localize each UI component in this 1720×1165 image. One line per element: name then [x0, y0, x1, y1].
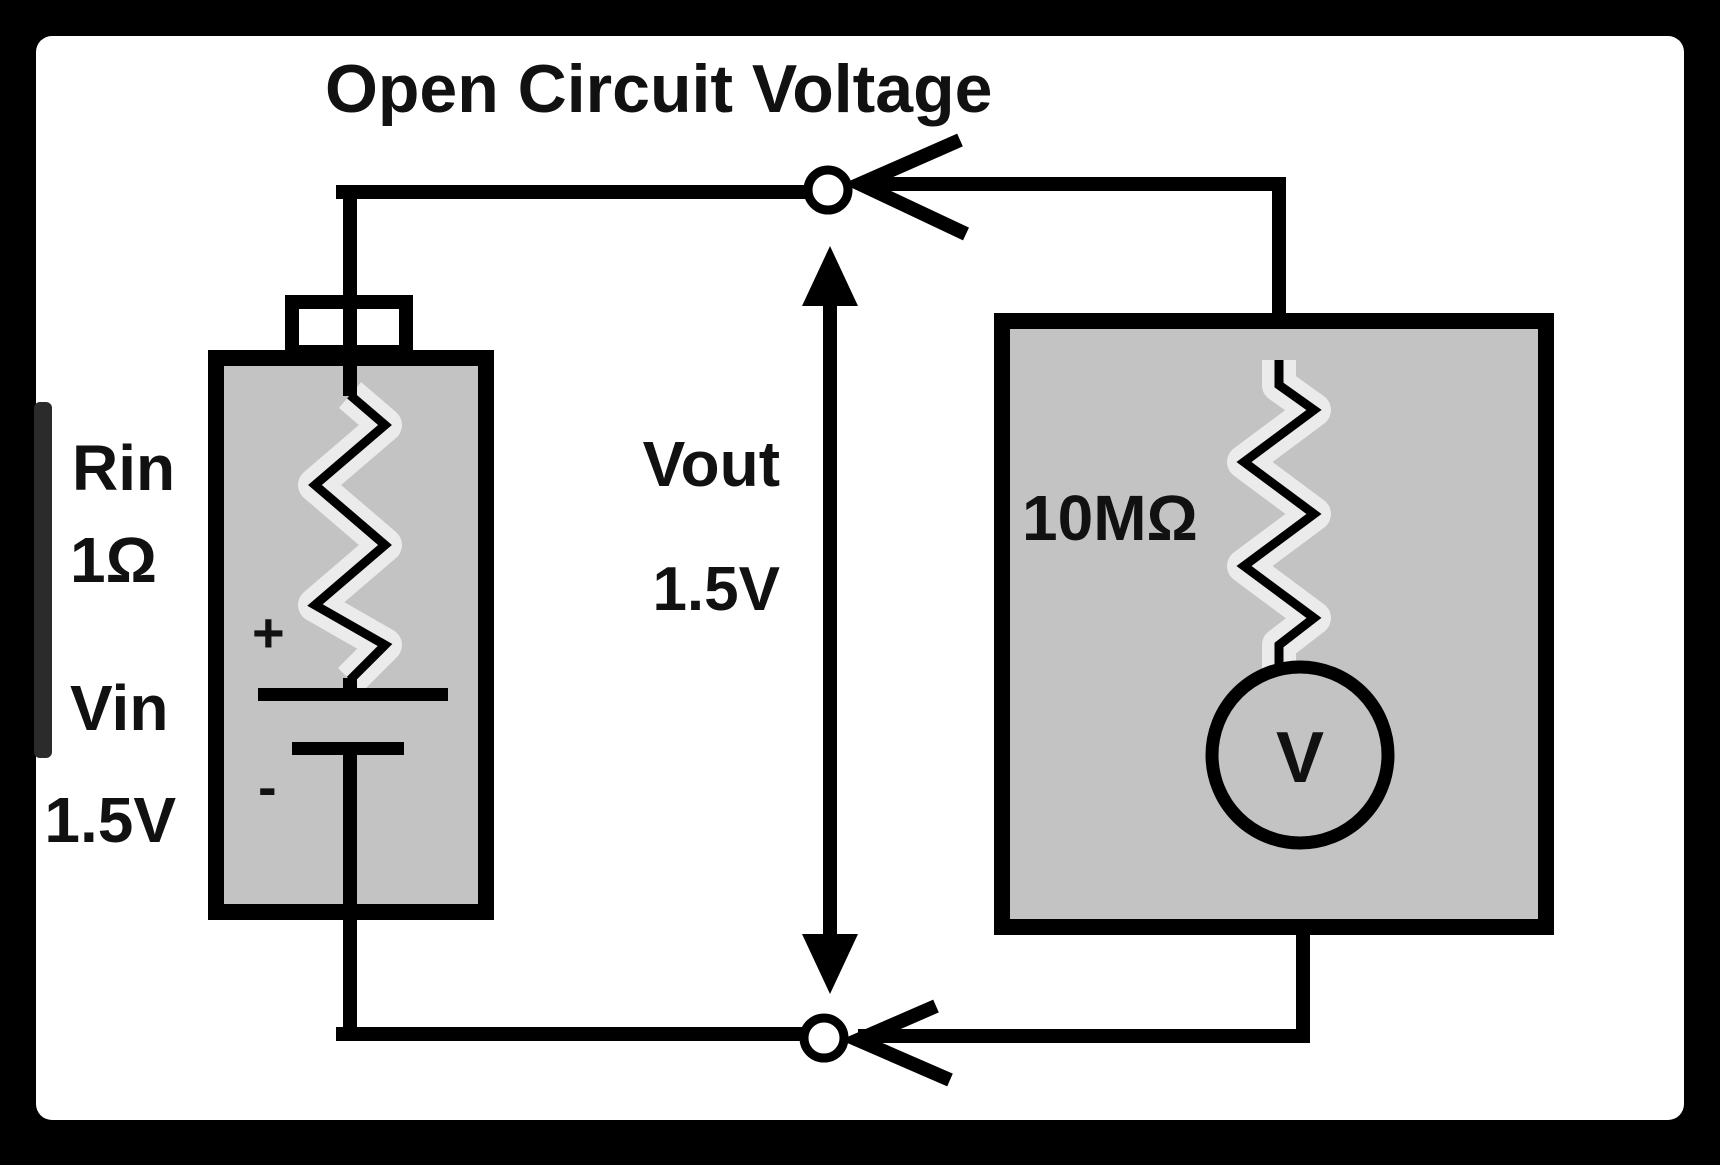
vin-value: 1.5V: [44, 784, 176, 856]
minus-sign: -: [258, 755, 277, 818]
plus-sign: +: [252, 601, 285, 664]
scroll-handle[interactable]: [34, 402, 52, 758]
vout-arrow-head-up: [802, 246, 858, 306]
voltmeter-symbol: [1205, 660, 1395, 850]
vin-label: Vin: [70, 672, 168, 744]
voltmeter-symbol-label: V: [1276, 718, 1324, 798]
rin-value: 1Ω: [70, 524, 157, 596]
diagram-title: Open Circuit Voltage: [325, 51, 992, 127]
meter-resistance-label: 10MΩ: [1022, 482, 1198, 554]
vout-arrow-head-down: [802, 934, 858, 994]
vout-value: 1.5V: [652, 555, 780, 624]
rin-resistor: [307, 391, 393, 684]
vout-label: Vout: [643, 428, 780, 500]
cell-positive-plate: [258, 688, 448, 701]
cell-negative-plate: [292, 742, 404, 755]
rin-label: Rin: [72, 432, 175, 504]
bottom-terminal[interactable]: [799, 1013, 849, 1063]
top-terminal[interactable]: [803, 165, 853, 215]
meter-resistor: [1236, 360, 1322, 672]
